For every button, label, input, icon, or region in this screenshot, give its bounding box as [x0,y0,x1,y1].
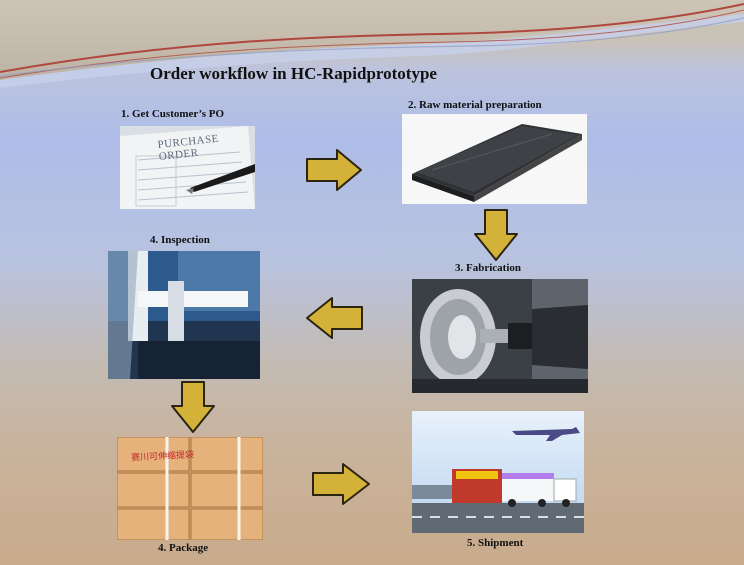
arrow-down-icon-2 [171,381,215,433]
step-2-label: 2. Raw material preparation [408,99,542,111]
arrow-right-icon [306,149,362,191]
arrow-right-icon-2 [312,463,370,505]
inspection-photo [108,251,260,379]
fabrication-photo [412,279,588,393]
step-1-label: 1. Get Customer’s PO [121,108,225,120]
header-decorative-band [0,0,744,88]
package-photo: 赛川可伸缩提袋 [117,437,263,540]
raw-material-photo [402,114,587,204]
step-package-label: 4. Package [158,542,209,554]
purchase-order-photo: PURCHASE ORDER [120,126,255,209]
shipment-photo [412,411,584,533]
diagram-title: Order workflow in HC-Rapidprototype [150,64,437,83]
arrow-left-icon [306,297,363,339]
step-4-inspection-label: 4. Inspection [150,234,210,246]
step-3-label: 3. Fabrication [455,262,521,274]
step-5-label: 5. Shipment [467,537,524,549]
arrow-down-icon [474,209,518,261]
